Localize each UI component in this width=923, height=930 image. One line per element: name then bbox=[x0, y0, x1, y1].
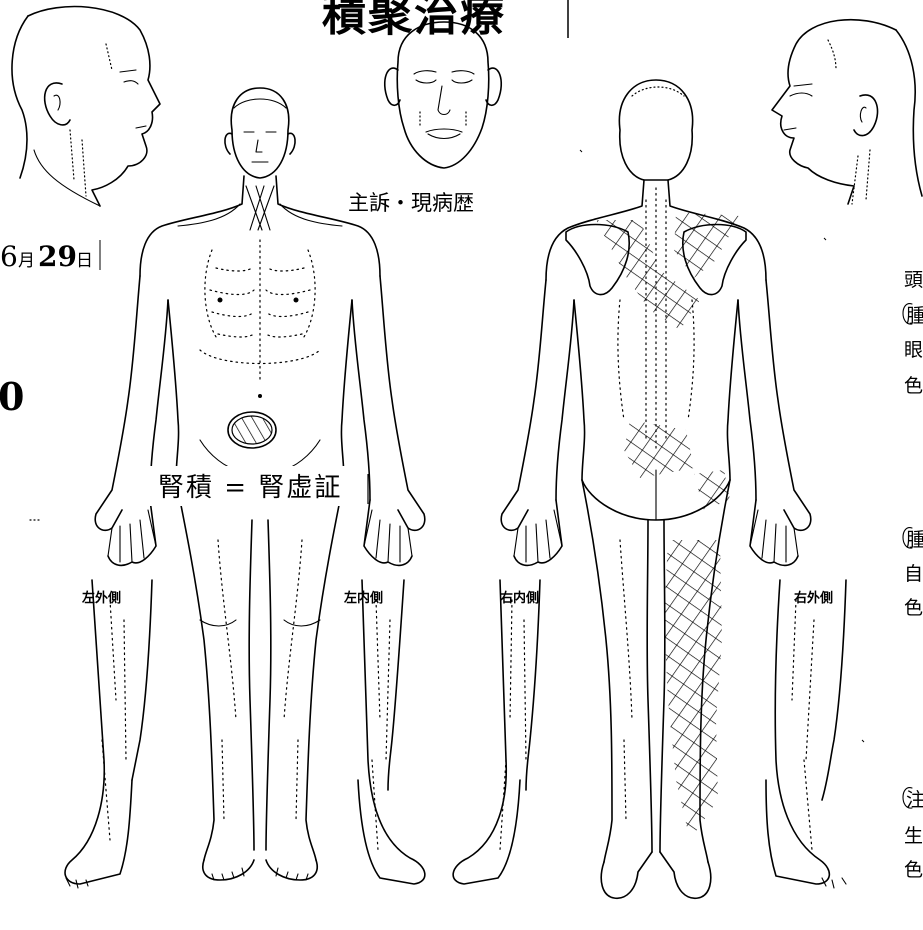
margin-glyph: 自 bbox=[904, 563, 923, 585]
page-title-group: 積聚治療 bbox=[322, 0, 568, 41]
margin-glyph: 腫 bbox=[906, 529, 923, 551]
leg-label-left-outer: 左外側 bbox=[82, 590, 121, 606]
margin-glyph: 頭 bbox=[904, 269, 923, 291]
leg-right-outer bbox=[766, 580, 846, 888]
date-month: 6 bbox=[0, 240, 18, 273]
margin-glyph: 色 bbox=[904, 597, 923, 619]
date-month-kanji: 月 bbox=[18, 251, 35, 271]
diagnosis-group: 腎積 = 腎虚証 bbox=[146, 466, 368, 506]
date-day-kanji: 日 bbox=[76, 251, 93, 271]
right-margin-glyphs: 頭 腫 眼 色 腫 自 色 注 生 色 bbox=[903, 269, 923, 881]
margin-glyph: 腫 bbox=[906, 305, 923, 327]
body-back bbox=[501, 80, 811, 898]
date-group: 6 月 29 日 bbox=[0, 240, 100, 273]
margin-glyph: 注 bbox=[906, 789, 923, 811]
leg-label-right-outer: 右外側 bbox=[793, 590, 833, 606]
leg-label-right-inner: 右内側 bbox=[499, 590, 539, 606]
leg-right-inner bbox=[453, 580, 540, 884]
margin-glyph: 生 bbox=[904, 825, 923, 847]
leg-left-inner bbox=[358, 580, 425, 884]
stray-marks bbox=[30, 150, 864, 742]
margin-glyph: 眼 bbox=[904, 339, 923, 361]
head-profile-right bbox=[772, 20, 922, 204]
margin-glyph: 色 bbox=[904, 859, 923, 881]
complaint-label: 主訴・現病歴 bbox=[348, 191, 474, 215]
face-front bbox=[385, 22, 502, 168]
left-number: 0 bbox=[0, 374, 24, 419]
date-day: 29 bbox=[38, 240, 77, 273]
head-profile-left bbox=[12, 7, 160, 206]
leg-label-left-inner: 左内側 bbox=[344, 590, 383, 606]
margin-glyph: 色 bbox=[904, 375, 923, 397]
leg-left-outer bbox=[65, 580, 152, 888]
diagnosis-label: 腎積 = 腎虚証 bbox=[158, 473, 342, 503]
